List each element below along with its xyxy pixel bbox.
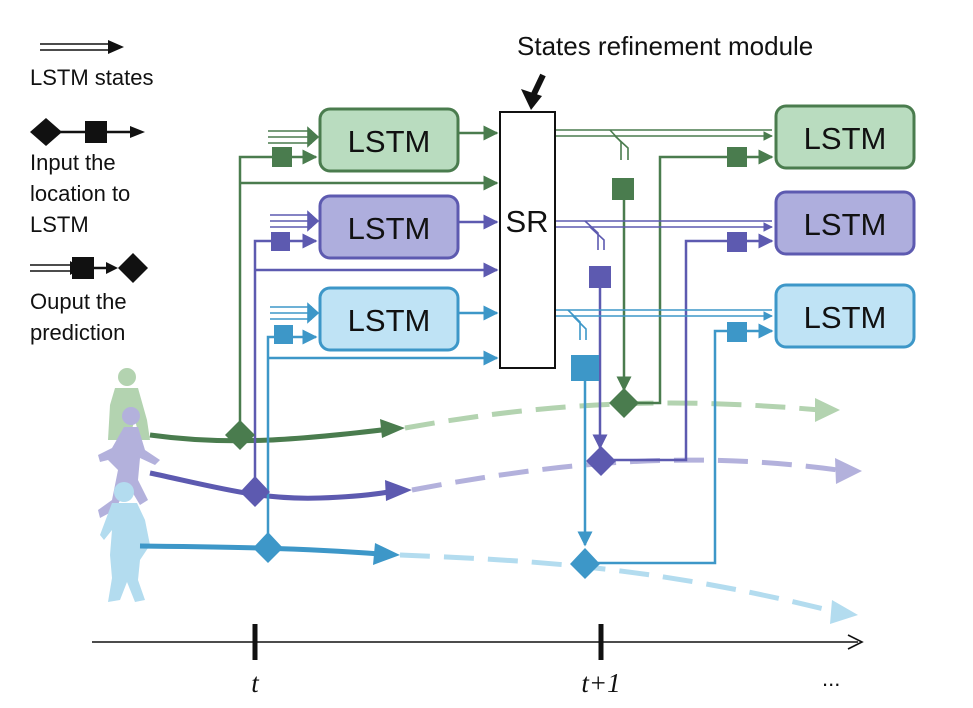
legend-output-label-2: prediction (30, 320, 125, 345)
module-title: States refinement module (517, 31, 813, 61)
time-label-t1: t+1 (581, 668, 620, 698)
blue-arrowhead-dashed (830, 600, 858, 624)
blue-diamond-t1 (570, 548, 600, 579)
lstm-label: LSTM (804, 207, 887, 242)
purple-state-input-arrows (270, 210, 320, 232)
sr-module: SR (499, 111, 556, 369)
pedestrian-silhouettes (98, 368, 160, 602)
blue-state-input-arrows (270, 302, 320, 324)
lstm-green-t: LSTM (318, 107, 460, 173)
purple-input-square-t1 (727, 232, 747, 252)
green-trajectory-dashed (404, 400, 821, 431)
blue-input-square-t (274, 325, 293, 344)
time-ellipsis: ... (822, 666, 840, 691)
time-label-t: t (251, 668, 260, 698)
lstm-states-legend-arrow (40, 40, 124, 54)
pedestrian-blue-icon (100, 482, 150, 602)
lstm-blue-t: LSTM (318, 286, 460, 352)
green-diamond-t (225, 420, 255, 450)
lstm-label: LSTM (348, 124, 431, 159)
green-diamond-t1 (609, 388, 639, 418)
location-diamonds (225, 388, 639, 579)
green-state-input-arrows (268, 126, 320, 148)
pedestrian-purple-icon (98, 407, 160, 518)
legend-input-label-2: location to (30, 181, 130, 206)
purple-trajectory-dashed (411, 457, 839, 493)
lstm-label: LSTM (348, 211, 431, 246)
legend-output-label-1: Ouput the (30, 289, 127, 314)
lstm-green-t1: LSTM (774, 104, 916, 170)
timeline: t t+1 ... (92, 624, 864, 698)
legend-input-label-3: LSTM (30, 212, 89, 237)
green-arrowhead-dashed (815, 398, 840, 422)
green-trajectory-solid (149, 425, 399, 444)
purple-output-square (589, 266, 611, 288)
green-input-square-t1 (727, 147, 747, 167)
blue-diamond-t (253, 532, 283, 563)
input-legend-icon (30, 118, 145, 146)
lstm-purple-t1: LSTM (774, 190, 916, 256)
lstm-label: LSTM (804, 121, 887, 156)
lstm-purple-t: LSTM (318, 194, 460, 260)
output-legend-icon (30, 253, 148, 283)
blue-input-square-t1 (727, 322, 747, 342)
lstm-label: LSTM (804, 300, 887, 335)
lstm-label: LSTM (348, 303, 431, 338)
trajectories (139, 398, 862, 624)
legend-input-label-1: Input the (30, 150, 116, 175)
green-arrowhead-solid (380, 419, 405, 438)
green-input-square-t (272, 147, 292, 167)
legend-states-label: LSTM states (30, 65, 153, 90)
legend: LSTM states Input the location to LSTM O… (30, 40, 153, 345)
lstm-blue-t1: LSTM (774, 283, 916, 349)
purple-input-square-t (271, 232, 290, 251)
embedding-squares (271, 147, 747, 381)
module-pointer-arrow (521, 73, 546, 110)
green-output-square (612, 178, 634, 200)
sr-label: SR (505, 204, 548, 239)
purple-arrowhead-solid (385, 480, 412, 501)
purple-diamond-t1 (586, 446, 616, 476)
purple-arrowhead-dashed (835, 458, 862, 484)
blue-output-square (571, 355, 599, 381)
purple-diamond-t (240, 476, 270, 507)
purple-trajectory-solid (149, 470, 401, 501)
blue-arrowhead-solid (373, 543, 400, 565)
